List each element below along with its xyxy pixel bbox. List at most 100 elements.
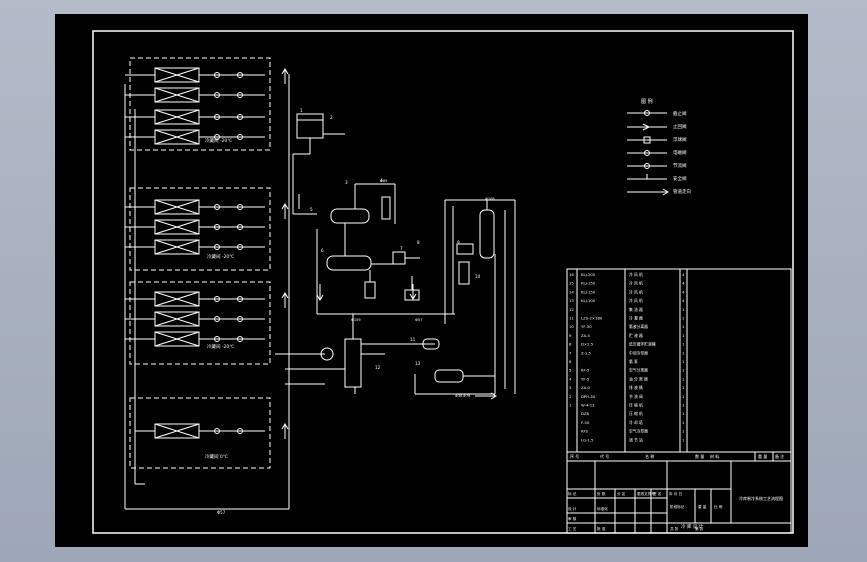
table-cell-no: 4 bbox=[569, 376, 572, 381]
table-cell-no: 12 bbox=[569, 307, 574, 312]
equipment-number: 4 bbox=[380, 178, 383, 183]
table-cell-spec: D×2.5 bbox=[581, 342, 594, 347]
table-cell-no: 3 bbox=[569, 385, 572, 390]
machinery-section bbox=[275, 113, 516, 395]
equipment-number: 9 bbox=[457, 240, 460, 245]
table-cell-name: 低压循环贮液桶 bbox=[629, 342, 656, 347]
table-cell-name: 冷 风 机 bbox=[629, 298, 643, 303]
room-label: 冷藏间 0℃ bbox=[205, 453, 228, 460]
table-cell-qty: 4 bbox=[682, 272, 685, 277]
table-cell-name: 压 缩 机 bbox=[629, 411, 643, 416]
table-cell-qty: 1 bbox=[682, 429, 685, 434]
table-cell-qty: 4 bbox=[682, 298, 685, 303]
valve-symbols bbox=[214, 72, 243, 434]
table-cell-name: 贮 液 器 bbox=[629, 333, 643, 338]
flow-arrows bbox=[281, 68, 497, 439]
table-cell-name: 冷 风 机 bbox=[629, 289, 643, 294]
table-cell-name: 排 液 桶 bbox=[629, 385, 643, 390]
table-cell-qty: 1 bbox=[682, 324, 685, 329]
table-cell-spec: F-50 bbox=[581, 420, 590, 425]
equipment-number: 6 bbox=[321, 248, 324, 253]
title-block-label: 标 记 bbox=[568, 491, 577, 496]
title-block-label: 重 量 bbox=[698, 504, 707, 509]
title-block-label: 审 核 bbox=[568, 516, 577, 521]
table-cell-name: 空气冷却器 bbox=[629, 429, 648, 434]
table-cell-spec: YF-5 bbox=[581, 376, 590, 381]
table-cell-spec: KLJ-100 bbox=[581, 298, 596, 303]
table-header: 序 号 bbox=[570, 453, 579, 459]
legend-item: 管道走向 bbox=[673, 188, 691, 195]
title-block-label: 处 数 bbox=[597, 491, 606, 496]
table-cell-qty: 1 bbox=[682, 316, 685, 321]
table-cell-no: 6 bbox=[569, 359, 572, 364]
table-header: 备 注 bbox=[775, 453, 784, 459]
equipment-number: 10 bbox=[475, 274, 481, 279]
table-header: 名 称 bbox=[645, 453, 654, 459]
pipe-label: Φ57 bbox=[217, 510, 226, 515]
table-cell-no: 7 bbox=[569, 350, 572, 355]
table-header: 重 量 bbox=[758, 453, 767, 459]
table-cell-name: 调 节 站 bbox=[629, 437, 643, 442]
legend-item: 安全阀 bbox=[673, 175, 687, 182]
title-block-label: 更改文件号 bbox=[637, 491, 655, 496]
table-cell-no: 10 bbox=[569, 324, 574, 329]
table-cell-spec: W-4-12 bbox=[581, 403, 595, 408]
table-cell-spec: KF-5 bbox=[581, 368, 590, 373]
table-cell-no: 11 bbox=[569, 316, 574, 321]
flow-label: Φ108 bbox=[485, 197, 495, 201]
table-cell-name: 压 缩 机 bbox=[629, 403, 643, 408]
equipment-number: 8 bbox=[417, 240, 420, 245]
table-cell-no: 5 bbox=[569, 368, 572, 373]
table-cell-qty: 1 bbox=[682, 385, 685, 390]
equipment-number: 5 bbox=[310, 207, 313, 212]
equipment-number: 1 bbox=[300, 108, 303, 113]
table-cell-qty: 1 bbox=[682, 376, 685, 381]
coil-group-2 bbox=[154, 199, 200, 255]
table-cell-name: 冷 风 机 bbox=[629, 272, 643, 277]
title-block-label: 年 月 日 bbox=[669, 491, 682, 496]
table-cell-qty: 4 bbox=[682, 281, 685, 286]
table-cell-spec: LZS-2×180 bbox=[581, 316, 603, 321]
equipment-number: 11 bbox=[410, 337, 416, 342]
drawing-title: 冷库制冷系统工艺流程图 bbox=[739, 495, 783, 501]
table-cell-qty: 1 bbox=[682, 420, 685, 425]
title-block-label: 签 名 bbox=[653, 491, 662, 496]
equipment-number: 3 bbox=[345, 180, 348, 185]
table-header: 材 料 bbox=[710, 453, 719, 459]
drawing-border bbox=[92, 30, 794, 534]
table-cell-spec: DZ8 bbox=[581, 411, 590, 416]
table-cell-spec: Z-1.5 bbox=[581, 350, 592, 355]
table-cell-no: 15 bbox=[569, 281, 574, 286]
table-cell-no: 2 bbox=[569, 394, 572, 399]
table-cell-qty: 1 bbox=[682, 403, 685, 408]
table-cell-spec: KLJ-150 bbox=[581, 289, 596, 294]
title-block-grid bbox=[566, 451, 792, 534]
room-label: 冷藏间 -20℃ bbox=[205, 137, 232, 144]
legend-symbols bbox=[627, 110, 669, 196]
table-cell-no: 14 bbox=[569, 289, 574, 294]
legend-item: 止回阀 bbox=[673, 123, 687, 130]
legend-item: 节流阀 bbox=[673, 162, 687, 169]
table-cell-no: 13 bbox=[569, 298, 574, 303]
legend-item: 浮球阀 bbox=[673, 136, 687, 143]
flow-label: Φ89 bbox=[380, 179, 388, 183]
coil-group-3 bbox=[154, 291, 200, 347]
legend-title: 图 例 bbox=[641, 98, 653, 105]
table-header: 代 号 bbox=[600, 453, 609, 459]
table-cell-name: 油 分 离 器 bbox=[629, 376, 648, 381]
table-cell-qty: 1 bbox=[682, 359, 685, 364]
table-cell-name: 中间冷却器 bbox=[629, 350, 648, 355]
equipment-number: 12 bbox=[375, 365, 381, 370]
table-cell-qty: 4 bbox=[682, 289, 685, 294]
flow-label: Φ76 bbox=[463, 394, 471, 398]
table-cell-qty: 1 bbox=[682, 342, 685, 347]
table-cell-spec: KLJ-200 bbox=[581, 272, 596, 277]
title-block-label: 标准化 bbox=[597, 506, 608, 511]
table-cell-spec: DPH-50 bbox=[581, 394, 596, 399]
flow-label: Φ159 bbox=[351, 318, 361, 322]
table-cell-spec: KFS bbox=[581, 429, 589, 434]
